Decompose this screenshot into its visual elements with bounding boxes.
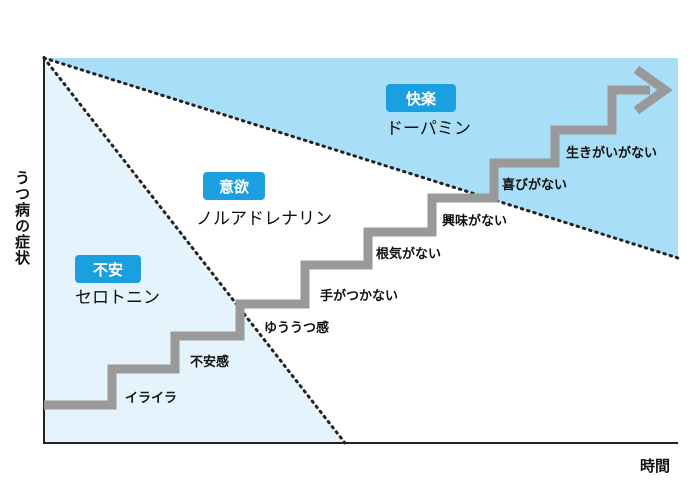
dopamine-badge <box>386 84 456 112</box>
x-axis-label: 時間 <box>640 457 670 475</box>
stage-label: イライラ <box>125 391 177 406</box>
dopamine-boundary-line <box>42 56 680 260</box>
stage-label: 生きがいがない <box>566 145 657 161</box>
symptom-staircase <box>44 85 650 410</box>
serotonin-badge-text: 不安 <box>93 261 123 279</box>
dopamine-label: ドーパミン <box>386 119 471 139</box>
dopamine-badge-text: 快楽 <box>406 90 437 108</box>
serotonin-label: セロトニン <box>75 288 160 308</box>
stage-label: ゆううつ感 <box>264 320 329 336</box>
staircase-arrow-head-icon <box>633 65 673 115</box>
stage-label: 喜びがない <box>502 177 567 193</box>
noradrenaline-label: ノルアドレナリン <box>196 209 332 229</box>
stage-label: 興味がない <box>442 213 507 229</box>
noradrenaline-badge-text: 意欲 <box>219 178 249 196</box>
stage-label: 手がつかない <box>320 288 398 304</box>
stage-label: 根気がない <box>376 246 441 262</box>
noradrenaline-badge <box>203 172 265 200</box>
y-axis-label: うつ病の症状 <box>13 170 31 266</box>
serotonin-badge <box>75 255 141 283</box>
stage-label: 不安感 <box>190 354 229 370</box>
